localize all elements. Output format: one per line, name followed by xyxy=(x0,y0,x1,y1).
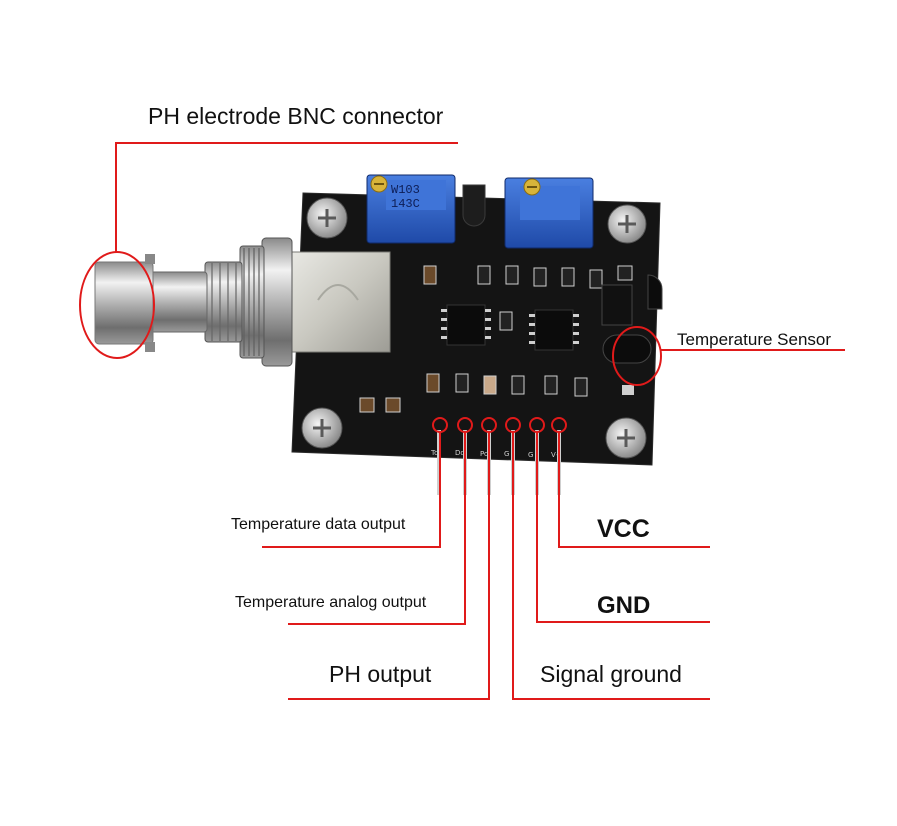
potentiometer-right xyxy=(504,177,594,249)
pin-label-po: Po xyxy=(480,450,488,458)
mounting-screw-icon xyxy=(306,197,348,239)
vcc-label: VCC xyxy=(597,515,650,543)
ic-chip-right xyxy=(529,309,579,351)
mounting-screw-icon xyxy=(607,204,647,244)
transistor-icon xyxy=(462,184,486,227)
pin-label-vcc: V+ xyxy=(551,451,562,459)
temperature-data-output-label: Temperature data output xyxy=(231,516,406,533)
gnd-label: GND xyxy=(597,592,651,619)
bnc-connector-label: PH electrode BNC connector xyxy=(148,103,444,129)
mounting-screw-icon xyxy=(605,417,647,459)
smd-components xyxy=(359,265,634,413)
mounting-screw-icon xyxy=(301,407,343,449)
pin-label-g2: G xyxy=(528,451,533,459)
pin-label-to: To xyxy=(430,449,438,457)
temperature-analog-output-label: Temperature analog output xyxy=(235,594,427,611)
pin-label-g1: G xyxy=(504,450,509,458)
ic-chip-left xyxy=(441,304,491,346)
pot-marking-1: W103 xyxy=(391,183,420,197)
potentiometer-left: W103 143C xyxy=(366,174,456,244)
signal-ground-label: Signal ground xyxy=(540,661,682,687)
ph-output-label: PH output xyxy=(329,661,432,687)
callout-lines xyxy=(79,142,845,700)
pot-marking-2: 143C xyxy=(391,197,420,211)
bnc-connector xyxy=(94,237,391,367)
pin-silkscreen-labels: To Do Po G G V+ xyxy=(430,449,562,459)
pin-label-do: Do xyxy=(455,449,465,457)
temperature-sensor-label: Temperature Sensor xyxy=(677,330,832,349)
